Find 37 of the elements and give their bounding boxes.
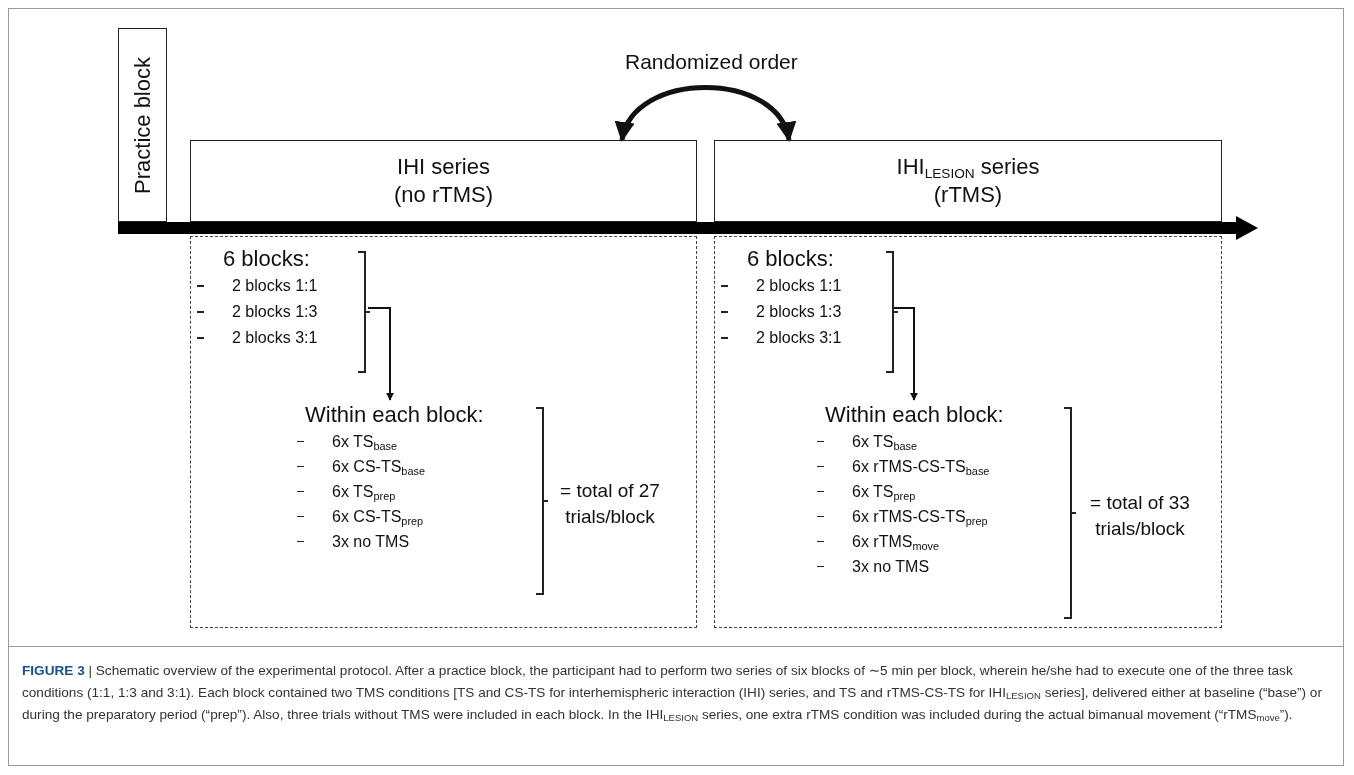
series-label: IHI series [397,153,490,181]
list-item: 2 blocks 1:1 [756,277,842,295]
total-note: = total of 33 trials/block [1089,491,1191,541]
list-heading: Within each block: [305,401,485,429]
arrow [367,307,394,401]
series-label: IHI$_{LESION}$ series [896,153,1040,181]
list-heading: 6 blocks: [223,245,311,273]
list-item: 2 blocks 1:3 [756,303,842,321]
list-item: 6x TS$_{prep}$ [332,482,396,501]
list-item: 6x TS$_{base}$ [852,432,918,451]
list-item: 2 blocks 1:1 [232,277,318,295]
list-item: 2 blocks 1:3 [232,303,318,321]
list-heading: 6 blocks: [747,245,835,273]
list-item: 6x rTMS-CS-TS$_{prep}$ [852,507,988,526]
figure-caption: FIGURE 3 | Schematic overview of the experimental protocol. After a practice block, the participant had to perform two series of six blocks of ∼5 min per block, wherein he/she had to execute one of the three task conditions (1:1, 1:3 and 3:1). Each block contained two TMS conditions [TS and CS-TS for interhemispheric interaction (IHI) series, and TS and rTMS-CS-TS for IHI$_{LESION}$ series], delivered either at baseline (“base”) or during the preparatory period (“prep”). Also, three trials without TMS were included in each block. In the IHI$_{LESION}$ series, one extra rTMS condition was included during the actual bimanual movement (“rTMS$_{move}$”). [22,662,1323,726]
list-item: 6x CS-TS$_{base}$ [332,457,425,476]
arrow [891,307,918,401]
block-label: Practice block [129,56,156,194]
list-item: 6x rTMS-CS-TS$_{base}$ [852,457,990,476]
series-box [714,140,1222,222]
list-item: 2 blocks 3:1 [232,329,318,347]
list-item: 6x CS-TS$_{prep}$ [332,507,424,526]
series-label: (no rTMS) [394,181,493,209]
dashed-box [714,236,1222,628]
series-box [190,140,697,222]
list-item: 3x no TMS [332,532,410,551]
list-item: 6x TS$_{prep}$ [852,482,916,501]
list-item: 6x TS$_{base}$ [332,432,398,451]
dashed-box [190,236,697,628]
list-item: 3x no TMS [852,557,930,576]
list-heading: Within each block: [825,401,1005,429]
list-item: 2 blocks 3:1 [756,329,842,347]
arrow [618,85,793,142]
total-note: = total of 27 trials/block [559,479,661,529]
list-item: 6x rTMS$_{move}$ [852,532,940,551]
block-box [118,28,167,222]
series-label: (rTMS) [933,181,1003,209]
